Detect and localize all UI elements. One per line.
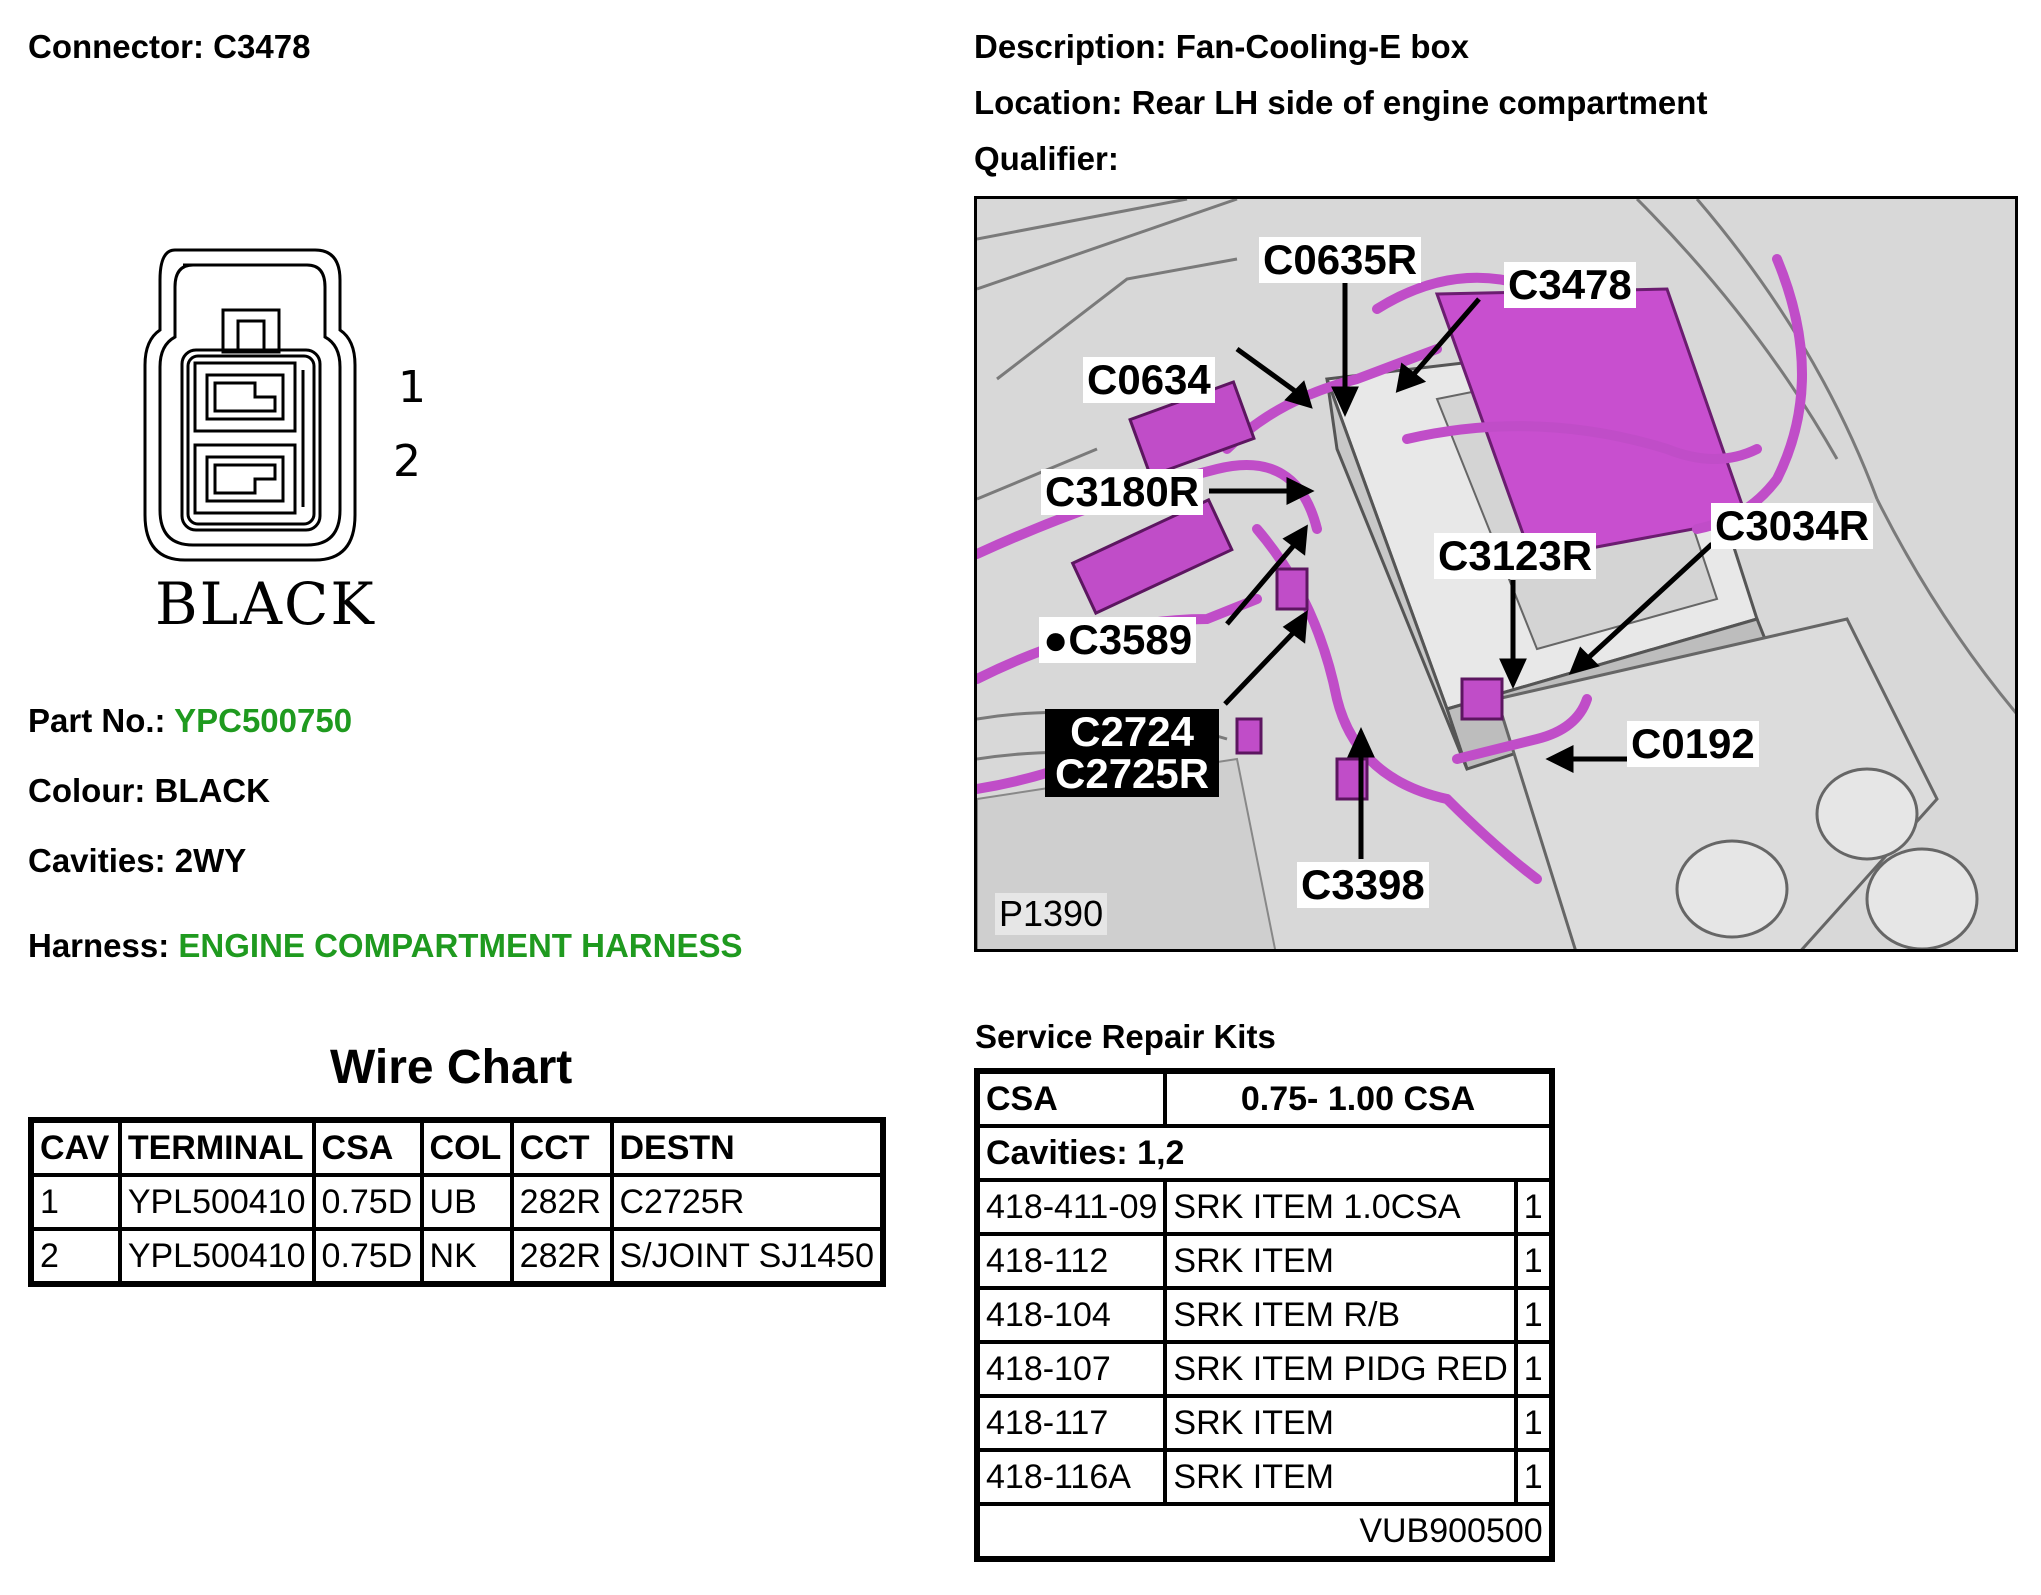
kit-quantity: 1 [1515,1288,1551,1342]
callout-c3180r[interactable]: C3180R [1041,469,1204,515]
callout-c2724: C2724 [1070,708,1194,755]
kit-description: SRK ITEM [1165,1234,1516,1288]
harness-label: Harness: [28,927,170,964]
connector-colour-label: BLACK [155,570,376,638]
description-label: Description: [974,28,1167,65]
callout-c3589[interactable]: ●C3589 [1039,617,1197,663]
harness-link[interactable]: ENGINE COMPARTMENT HARNESS [178,927,743,964]
col-destn: DESTN [611,1121,882,1175]
kit-footer-code: VUB900500 [978,1504,1551,1558]
cavities-label: Cavities: [28,842,166,879]
part-number-line: Part No.: YPC500750 [28,702,352,740]
callout-c0192[interactable]: C0192 [1627,721,1759,767]
col-col: COL [421,1121,512,1175]
cell-cct: 282R [511,1175,612,1229]
kit-cavities: Cavities: 1,2 [978,1126,1551,1180]
description-line: Description: Fan-Cooling-E box [974,28,1469,66]
kit-part-number[interactable]: 418-107 [978,1342,1166,1396]
table-row: 2 YPL500410 0.75D NK 282R S/JOINT SJ1450 [32,1229,882,1283]
engine-bay-illustration [977,199,2015,949]
cavities-value: 2WY [174,842,247,879]
part-number-link[interactable]: YPC500750 [174,702,353,739]
kit-description: SRK ITEM R/B [1165,1288,1516,1342]
kit-part-number[interactable]: 418-116A [978,1450,1166,1504]
colour-label: Colour: [28,772,146,809]
cavity-number-1: 1 [398,362,426,413]
qualifier-label: Qualifier: [974,140,1119,177]
table-row: 418-116A SRK ITEM 1 [978,1450,1551,1504]
kit-part-number[interactable]: 418-112 [978,1234,1166,1288]
cell-destn[interactable]: S/JOINT SJ1450 [611,1229,882,1283]
location-line: Location: Rear LH side of engine compart… [974,84,1707,122]
connector-face-diagram [143,248,357,562]
csa-value: 0.75- 1.00 CSA [1165,1072,1551,1126]
location-label: Location: [974,84,1123,121]
kit-quantity: 1 [1515,1342,1551,1396]
colour-line: Colour: BLACK [28,772,270,810]
table-row: 418-104 SRK ITEM R/B 1 [978,1288,1551,1342]
cavities-row: Cavities: 1,2 [978,1126,1551,1180]
kit-quantity: 1 [1515,1180,1551,1234]
cell-cct: 282R [511,1229,612,1283]
location-figure: C0635R C3478 C0634 C3180R C3123R C3034R … [974,196,2018,952]
cell-col: UB [421,1175,512,1229]
connector-heading: Connector: C3478 [28,28,310,66]
callout-c2725r: C2725R [1055,750,1210,797]
kit-footer-row: VUB900500 [978,1504,1551,1558]
wire-chart-title: Wire Chart [330,1041,573,1094]
cell-cav: 1 [32,1175,120,1229]
description-value: Fan-Cooling-E box [1175,28,1469,65]
kit-description: SRK ITEM 1.0CSA [1165,1180,1516,1234]
connector-label: Connector: [28,28,204,65]
wire-chart-header-row: CAV TERMINAL CSA COL CCT DESTN [32,1121,882,1175]
cell-csa: 0.75D [313,1175,422,1229]
kit-quantity: 1 [1515,1450,1551,1504]
kit-part-number[interactable]: 418-104 [978,1288,1166,1342]
col-csa: CSA [313,1121,422,1175]
service-kits-title: Service Repair Kits [975,1018,1276,1055]
callout-c0634[interactable]: C0634 [1083,357,1215,403]
table-row: 1 YPL500410 0.75D UB 282R C2725R [32,1175,882,1229]
wire-chart-table: CAV TERMINAL CSA COL CCT DESTN 1 YPL5004… [28,1117,886,1287]
colour-value: BLACK [154,772,270,809]
service-kits-table: CSA 0.75- 1.00 CSA Cavities: 1,2 418-411… [974,1068,1555,1562]
callout-c3123r[interactable]: C3123R [1434,533,1597,579]
kit-part-number[interactable]: 418-411-09 [978,1180,1166,1234]
qualifier-line: Qualifier: [974,140,1119,178]
csa-row: CSA 0.75- 1.00 CSA [978,1072,1551,1126]
table-row: 418-107 SRK ITEM PIDG RED 1 [978,1342,1551,1396]
kit-description: SRK ITEM [1165,1450,1516,1504]
harness-line: Harness: ENGINE COMPARTMENT HARNESS [28,927,742,965]
table-row: 418-112 SRK ITEM 1 [978,1234,1551,1288]
kit-description: SRK ITEM [1165,1396,1516,1450]
figure-id: P1390 [995,893,1108,935]
connector-id: C3478 [213,28,311,65]
csa-label: CSA [978,1072,1166,1126]
col-cct: CCT [511,1121,612,1175]
cell-col: NK [421,1229,512,1283]
callout-c3034r[interactable]: C3034R [1711,503,1874,549]
col-cav: CAV [32,1121,120,1175]
cell-terminal: YPL500410 [119,1175,314,1229]
part-number-label: Part No.: [28,702,166,739]
location-value: Rear LH side of engine compartment [1131,84,1708,121]
cell-terminal: YPL500410 [119,1229,314,1283]
cavity-number-2: 2 [393,436,421,487]
table-row: 418-117 SRK ITEM 1 [978,1396,1551,1450]
table-row: 418-411-09 SRK ITEM 1.0CSA 1 [978,1180,1551,1234]
cell-destn[interactable]: C2725R [611,1175,882,1229]
callout-c3478[interactable]: C3478 [1504,262,1636,308]
callout-c2724-c2725r[interactable]: C2724 C2725R [1045,708,1220,797]
col-terminal: TERMINAL [119,1121,314,1175]
kit-part-number[interactable]: 418-117 [978,1396,1166,1450]
kit-description: SRK ITEM PIDG RED [1165,1342,1516,1396]
callout-c0635r[interactable]: C0635R [1259,237,1422,283]
cavities-line: Cavities: 2WY [28,842,246,880]
cell-csa: 0.75D [313,1229,422,1283]
kit-quantity: 1 [1515,1234,1551,1288]
kit-quantity: 1 [1515,1396,1551,1450]
cell-cav: 2 [32,1229,120,1283]
callout-c3398[interactable]: C3398 [1297,862,1429,908]
